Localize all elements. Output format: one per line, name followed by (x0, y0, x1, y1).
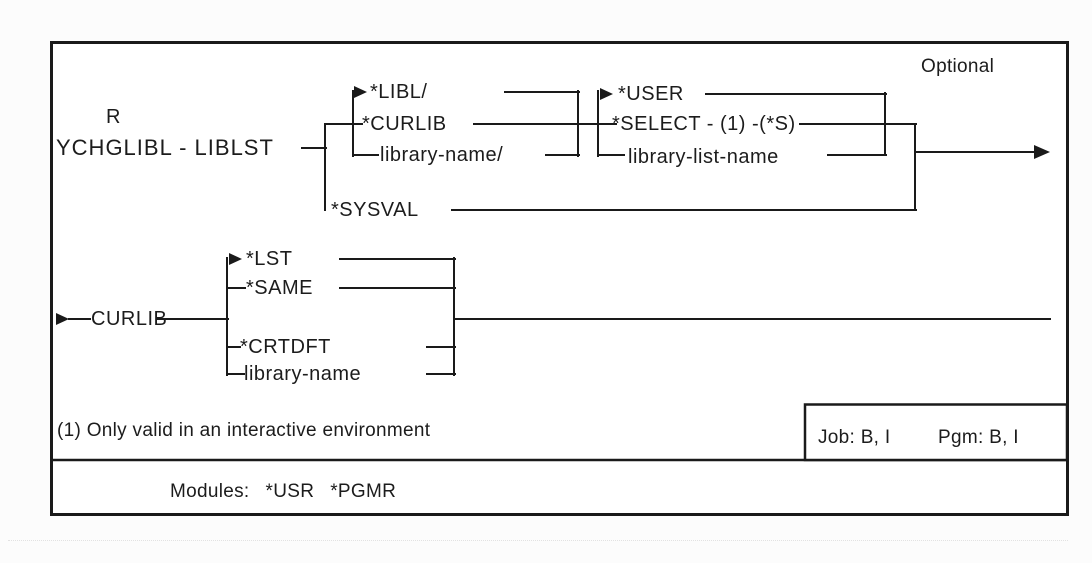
job-label: Job: B, I (818, 427, 891, 448)
option-crtdft: *CRTDFT (240, 336, 331, 358)
page-edge-artifact (8, 540, 1068, 541)
option-libl: *LIBL/ (370, 81, 428, 103)
arrow-right-icon (229, 253, 242, 265)
option-library-list-name: library-list-name (628, 146, 779, 168)
modules-pgmr: *PGMR (330, 481, 397, 502)
option-library-name-2: library-name (244, 363, 362, 385)
liblst-rails (301, 90, 1037, 211)
row-start-arrow-icon (56, 313, 69, 325)
modules-row: Modules: *USR *PGMR (170, 482, 396, 501)
optional-label: Optional (921, 56, 995, 77)
modules-usr: *USR (265, 481, 315, 502)
curlib-param-label: CURLIB (91, 308, 168, 330)
option-sysval: *SYSVAL (331, 199, 419, 221)
option-same: *SAME (246, 277, 313, 299)
r-marker: R (106, 106, 121, 128)
option-curlib-value: *CURLIB (362, 113, 447, 135)
pgm-label: Pgm: B, I (938, 427, 1019, 448)
arrow-right-icon (354, 86, 367, 98)
option-library-name: library-name/ (380, 144, 504, 166)
job-environment-box (803, 403, 1069, 462)
option-select: *SELECT - (1) -(*S) (612, 113, 796, 135)
footnote: (1) Only valid in an interactive environ… (57, 420, 431, 441)
arrow-right-icon (600, 88, 613, 100)
modules-label: Modules: (170, 481, 250, 502)
option-user: *USER (618, 83, 684, 105)
row-continue-arrow-icon (1034, 145, 1050, 159)
curlib-rails (68, 257, 1051, 376)
command-label: YCHGLIBL - LIBLST (56, 135, 274, 160)
option-lst: *LST (246, 248, 293, 270)
